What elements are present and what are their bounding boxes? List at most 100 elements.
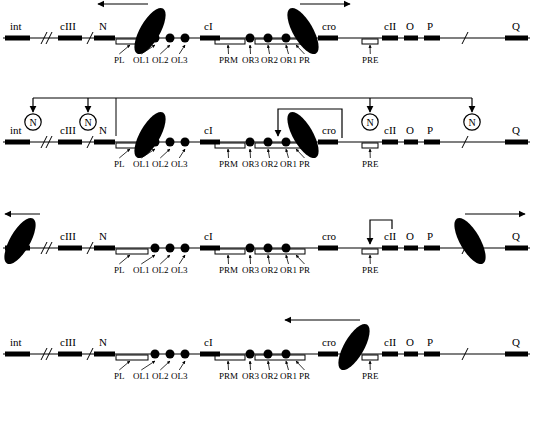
site-label: PL <box>114 372 125 381</box>
leader-arrow <box>179 255 185 264</box>
operator-dot <box>264 350 273 359</box>
site-label: OR1 <box>280 56 297 65</box>
transcript-arrow <box>98 3 148 4</box>
leader-arrow <box>250 45 252 54</box>
gene-name: N <box>99 231 107 242</box>
node-text: N <box>24 117 42 128</box>
promoter-box <box>255 249 305 254</box>
gene-bar <box>505 140 528 145</box>
site-label: PL <box>114 56 125 65</box>
site-label: OL1 <box>133 56 150 65</box>
gene-bar <box>424 246 440 251</box>
gene-name: cro <box>322 21 336 32</box>
operator-dot <box>246 244 255 253</box>
site-label: PRM <box>219 266 238 275</box>
leader-arrow <box>250 149 252 158</box>
operator-dot <box>151 350 160 359</box>
site-label: OL1 <box>133 266 150 275</box>
site-label: OL3 <box>171 266 188 275</box>
leader-arrow <box>119 255 130 264</box>
site-label: OL3 <box>171 56 188 65</box>
bracket-arrow <box>87 98 88 112</box>
site-label: OL3 <box>171 160 188 169</box>
gene-name: cI <box>204 125 213 136</box>
break-mark <box>87 242 93 254</box>
operator-dot <box>166 138 175 147</box>
operator-dot <box>282 138 291 147</box>
gene-bar <box>404 246 418 251</box>
gene-bar <box>58 246 82 251</box>
leader-arrow <box>119 45 130 54</box>
panel <box>3 348 530 360</box>
operator-dot <box>282 34 291 43</box>
operator-dot <box>246 138 255 147</box>
leader-arrow <box>370 149 371 158</box>
gene-name: N <box>99 21 107 32</box>
protein-circle: N <box>79 113 97 131</box>
site-label: PRE <box>362 372 379 381</box>
gene-name: cII <box>384 231 396 242</box>
transcript-arrow <box>465 213 525 214</box>
leader-arrow <box>296 255 305 264</box>
leader-arrow <box>228 45 230 54</box>
gene-name: O <box>406 231 414 242</box>
gene-bar <box>404 140 418 145</box>
gene-name: int <box>10 337 22 348</box>
site-label: OR2 <box>261 266 278 275</box>
gene-name: cro <box>322 337 336 348</box>
gene-bar <box>318 140 338 145</box>
leader-arrow <box>296 361 305 370</box>
gene-bar <box>424 352 440 357</box>
bracket-arrow <box>471 98 472 112</box>
site-label: PR <box>299 372 310 381</box>
site-label: OL1 <box>133 160 150 169</box>
operator-dot <box>166 34 175 43</box>
gene-bar <box>200 36 220 41</box>
leader-arrow <box>268 361 270 370</box>
site-label: PR <box>299 266 310 275</box>
protein-circle: N <box>361 113 379 131</box>
gene-bar <box>505 246 528 251</box>
gene-name: int <box>10 21 22 32</box>
leader-arrow <box>296 45 305 54</box>
gene-bar <box>5 140 30 145</box>
gene-name: O <box>406 21 414 32</box>
gene-name: P <box>427 125 433 136</box>
polymerase-blob <box>128 3 171 58</box>
gene-bar <box>94 36 115 41</box>
site-label: OR3 <box>242 372 259 381</box>
site-label: OR1 <box>280 160 297 169</box>
operator-dot <box>246 34 255 43</box>
leader-arrow <box>160 361 170 370</box>
gene-bar <box>94 352 115 357</box>
break-mark <box>46 348 52 360</box>
operator-dot <box>181 138 190 147</box>
leader-arrow <box>228 255 230 264</box>
gene-bar <box>200 246 220 251</box>
gene-bar <box>424 140 440 145</box>
site-label: OL2 <box>152 160 169 169</box>
gene-name: cI <box>204 231 213 242</box>
leader-arrow <box>250 255 252 264</box>
circle-shape <box>25 114 41 130</box>
gene-name: cIII <box>60 21 76 32</box>
bracket-line <box>116 98 117 136</box>
gene-name: N <box>99 337 107 348</box>
site-label: OR2 <box>261 372 278 381</box>
operator-dot <box>282 350 291 359</box>
gene-name: cI <box>204 21 213 32</box>
repression-arrow <box>278 109 342 138</box>
gene-name: cro <box>322 125 336 136</box>
break-mark <box>462 32 468 44</box>
promoter-box <box>255 355 305 360</box>
gene-name: Q <box>512 125 520 136</box>
leader-arrow <box>141 361 155 370</box>
operator-dot <box>246 350 255 359</box>
break-mark <box>41 32 47 44</box>
leader-arrow <box>370 361 371 370</box>
site-label: PR <box>299 56 310 65</box>
break-mark <box>46 242 52 254</box>
leader-arrow <box>268 255 270 264</box>
gene-bar <box>382 246 398 251</box>
gene-bar <box>505 352 528 357</box>
